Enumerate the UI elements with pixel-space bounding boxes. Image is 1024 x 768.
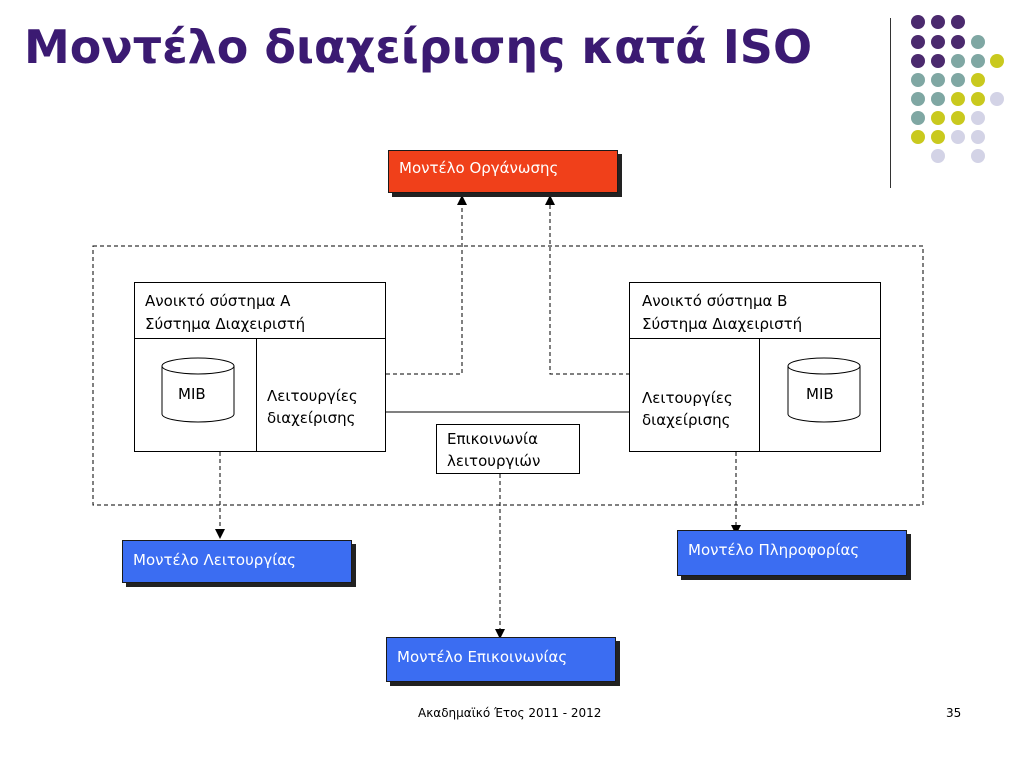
system-a-title: Ανοικτό σύστημα Α xyxy=(145,292,291,310)
footer-academic-year: Ακαδημαϊκό Έτος 2011 - 2012 xyxy=(418,706,602,720)
organization-model-box: Μοντέλο Οργάνωσης xyxy=(388,150,618,193)
communication-functions-box: Επικοινωνία λειτουργιών xyxy=(436,424,580,474)
database-cylinder-icon xyxy=(787,357,861,423)
mib-a-label: MIB xyxy=(178,385,206,403)
arrow-b-to-organization xyxy=(545,195,630,375)
comm-functions-line1: Επικοινωνία xyxy=(447,430,538,448)
system-b-title: Ανοικτό σύστημα Β xyxy=(642,292,788,310)
function-model-label: Μοντέλο Λειτουργίας xyxy=(133,551,296,569)
comm-functions-line2: λειτουργιών xyxy=(447,452,541,470)
arrow-a-to-organization xyxy=(386,195,467,375)
system-a-subtitle: Σύστημα Διαχειριστή xyxy=(145,315,306,333)
system-b-functions-line2: διαχείρισης xyxy=(642,411,731,429)
information-model-label: Μοντέλο Πληροφορίας xyxy=(688,541,860,559)
communication-model-box: Μοντέλο Επικοινωνίας xyxy=(386,637,616,682)
communication-model-label: Μοντέλο Επικοινωνίας xyxy=(397,648,568,666)
page-number: 35 xyxy=(946,706,962,720)
open-systems-boundary xyxy=(92,245,924,506)
mib-b-label: MIB xyxy=(806,385,834,403)
system-b-functions-line1: Λειτουργίες xyxy=(642,389,733,407)
header-divider xyxy=(890,18,891,188)
system-a-functions-line2: διαχείρισης xyxy=(267,409,356,427)
system-a-functions-line1: Λειτουργίες xyxy=(267,387,358,405)
system-b-subtitle: Σύστημα Διαχειριστή xyxy=(642,315,803,333)
slide-title: Μοντέλο διαχείρισης κατά ISO xyxy=(24,20,813,74)
function-model-box: Μοντέλο Λειτουργίας xyxy=(122,540,352,583)
decorative-dot-grid xyxy=(911,15,1004,163)
database-cylinder-icon xyxy=(161,357,235,423)
open-system-b: Ανοικτό σύστημα Β Σύστημα Διαχειριστή Λε… xyxy=(629,282,881,452)
information-model-box: Μοντέλο Πληροφορίας xyxy=(677,530,907,576)
organization-model-label: Μοντέλο Οργάνωσης xyxy=(399,159,559,177)
